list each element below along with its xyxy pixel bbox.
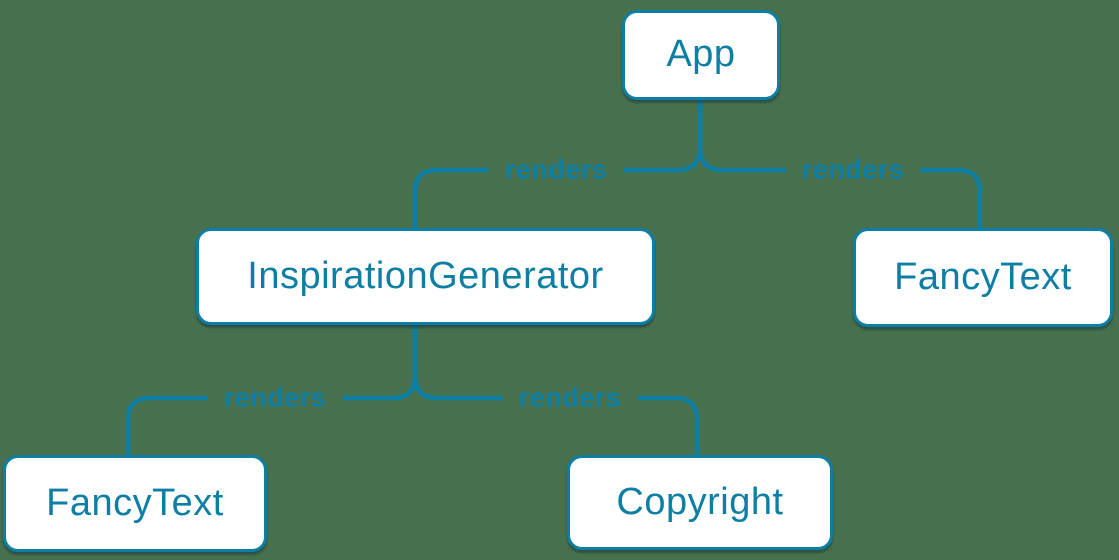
tree-node-inspiration-generator-label: InspirationGenerator bbox=[247, 254, 604, 297]
tree-node-inspiration-generator: InspirationGenerator bbox=[196, 228, 655, 325]
tree-node-fancy-text-top: FancyText bbox=[853, 228, 1113, 327]
tree-node-copyright: Copyright bbox=[567, 455, 833, 550]
edge-label-renders-inspirationgenerator-fancytext: renders bbox=[207, 382, 343, 414]
edge-label-renders-app-inspirationgenerator: renders bbox=[488, 154, 624, 186]
tree-node-fancy-text-bottom-label: FancyText bbox=[46, 481, 224, 524]
tree-node-app: App bbox=[622, 10, 780, 100]
edge-label-renders-inspirationgenerator-copyright: renders bbox=[502, 382, 638, 414]
tree-node-copyright-label: Copyright bbox=[616, 480, 784, 523]
edge-label-renders-app-fancytext: renders bbox=[785, 154, 921, 186]
tree-node-fancy-text-bottom: FancyText bbox=[3, 455, 267, 552]
tree-node-app-label: App bbox=[666, 33, 736, 75]
tree-node-fancy-text-top-label: FancyText bbox=[894, 255, 1072, 298]
